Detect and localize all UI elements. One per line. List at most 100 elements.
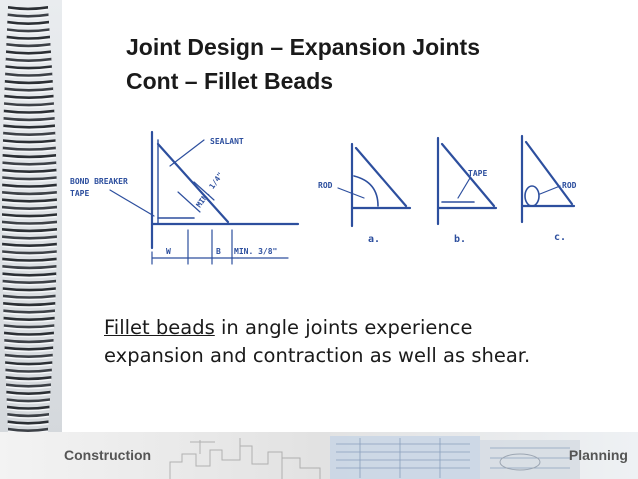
tower-balcony-edge — [7, 415, 50, 419]
b-tape-leader — [457, 177, 471, 199]
tower-floor-band — [7, 20, 49, 26]
tower-floor-band — [2, 272, 57, 278]
tower-balcony-edge — [3, 326, 55, 330]
tower-balcony-edge — [1, 208, 58, 212]
main-tape-leader — [109, 189, 155, 217]
tower-image — [0, 0, 62, 440]
tower-floor-band — [2, 265, 57, 270]
label-w: W — [166, 247, 171, 256]
tower-balcony-edge — [2, 297, 56, 301]
tower-floor-band — [5, 72, 53, 78]
slide-title: Joint Design – Expansion Joints Cont – F… — [126, 30, 480, 98]
tower-balcony-edge — [3, 304, 56, 308]
tower-balcony-edge — [3, 134, 56, 138]
tower-balcony-edge — [2, 245, 57, 249]
tower-floor-band — [5, 361, 53, 366]
tower-floor-band — [4, 94, 54, 100]
tower-balcony-edge — [2, 267, 57, 271]
tower-floor-band — [6, 43, 51, 48]
main-dim-quarter — [177, 191, 201, 213]
b-sealant-face — [440, 142, 496, 208]
main-sealant-leader — [169, 139, 205, 167]
label-sealant: SEALANT — [210, 137, 244, 146]
tower-balcony-edge — [7, 23, 50, 27]
tower-balcony-edge — [7, 423, 49, 427]
c-rod-leader — [539, 185, 561, 195]
body-line-1-rest: in angle joints experience — [214, 316, 473, 339]
label-min-three-eighths: MIN. 3/8" — [234, 247, 277, 256]
tower-floor-band — [4, 339, 54, 344]
label-b: B — [216, 247, 221, 256]
label-tape-b: TAPE — [468, 169, 487, 178]
tower-floor-band — [6, 35, 50, 41]
tower-balcony-edge — [4, 341, 54, 345]
label-c: c. — [554, 232, 566, 243]
body-line-1: Fillet beads in angle joints experience — [104, 314, 530, 342]
fillet-beads-term: Fillet beads — [104, 316, 215, 339]
tower-photo — [0, 0, 62, 440]
tower-balcony-edge — [5, 371, 52, 375]
tower-floor-band — [3, 131, 56, 137]
tower-floor-band — [6, 390, 51, 396]
tower-floor-band — [4, 353, 53, 359]
tower-floor-band — [7, 405, 50, 411]
tower-balcony-edge — [4, 82, 53, 86]
tower-balcony-edge — [2, 186, 57, 190]
tower-floor-band — [4, 331, 54, 337]
tower-balcony-edge — [6, 400, 51, 404]
tower-floor-band — [2, 235, 57, 241]
tower-floor-band — [2, 213, 57, 218]
tower-floor-band — [2, 250, 57, 255]
tower-floor-band — [8, 427, 48, 433]
tower-floor-band — [5, 57, 52, 63]
tower-balcony-edge — [2, 193, 57, 197]
tower-balcony-edge — [5, 75, 53, 79]
c-backer-rod — [524, 185, 540, 207]
tower-floor-band — [6, 50, 51, 56]
fillet-bead-sketch: SEALANT BOND BREAKER TAPE MIN. 1/4" W B … — [66, 126, 606, 276]
tower-balcony-edge — [2, 171, 57, 175]
tower-floor-band — [5, 376, 52, 381]
tower-floor-band — [2, 287, 56, 292]
tower-floor-band — [2, 279, 57, 285]
tower-floor-band — [7, 13, 49, 19]
label-b-diagram: b. — [454, 234, 466, 245]
tower-floor-band — [2, 154, 57, 159]
tower-balcony-edge — [2, 149, 56, 153]
a-backer-rod — [353, 175, 379, 207]
footer-banner: Construction Planning — [0, 432, 638, 479]
tower-balcony-edge — [1, 215, 58, 219]
tower-floor-band — [3, 302, 56, 307]
tower-floor-band — [2, 161, 57, 167]
tower-balcony-edge — [2, 164, 57, 168]
title-line-1: Joint Design – Expansion Joints — [126, 34, 481, 60]
tower-floor-band — [2, 176, 57, 181]
tower-balcony-edge — [3, 112, 55, 116]
footer-construction-label: Construction — [64, 447, 152, 463]
tower-floor-band — [2, 183, 57, 189]
tower-floor-band — [2, 220, 57, 226]
tower-floor-band — [2, 257, 57, 263]
tower-balcony-edge — [6, 45, 51, 49]
tower-balcony-edge — [5, 363, 53, 367]
tower-balcony-edge — [2, 282, 57, 286]
tower-floor-band — [4, 346, 54, 352]
tower-floor-band — [2, 198, 57, 204]
tower-balcony-edge — [4, 90, 54, 94]
tower-balcony-edge — [2, 289, 56, 293]
tower-balcony-edge — [4, 97, 54, 101]
tower-floor-band — [2, 294, 56, 300]
a-rod-leader — [337, 187, 365, 199]
body-text: Fillet beads in angle joints experience … — [104, 314, 530, 370]
tower-balcony-edge — [6, 30, 50, 34]
tower-balcony-edge — [6, 393, 51, 397]
footer-background — [0, 432, 638, 479]
tower-balcony-edge — [2, 275, 57, 279]
tower-floor-band — [6, 398, 50, 403]
tower-balcony-edge — [5, 53, 52, 57]
footer-planning-label: Planning — [568, 447, 628, 463]
tower-balcony-edge — [6, 38, 51, 42]
tower-balcony-edge — [3, 319, 55, 323]
tower-floor-band — [3, 124, 55, 130]
